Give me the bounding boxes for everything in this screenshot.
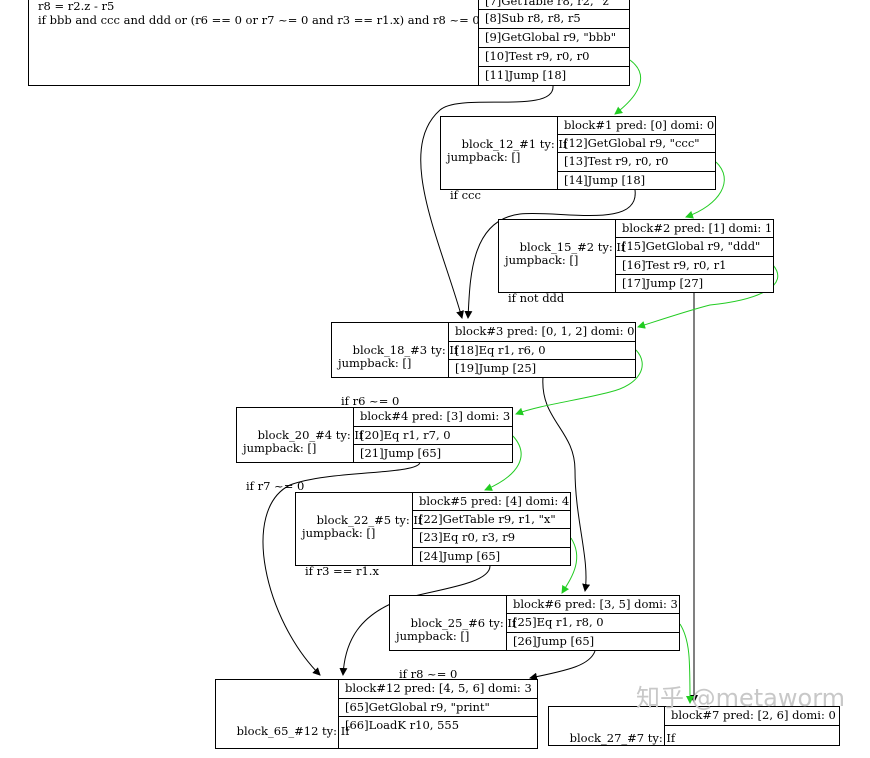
block-1-condition: if ccc <box>450 188 481 202</box>
block-6-row: [25]Eq r1, r8, 0 <box>507 614 679 633</box>
block-2-row: [17]Jump [27] <box>622 276 704 290</box>
block-0-row: [11]Jump [18] <box>485 68 567 82</box>
edge-0-to-1 <box>614 59 642 115</box>
edge-3-to-6 <box>542 376 591 592</box>
block-3-row: block#3 pred: [0, 1, 2] domi: 0 <box>449 323 635 342</box>
block-4-row: block#4 pred: [3] domi: 3 <box>354 408 512 427</box>
block-1-row: [13]Test r9, r0, r0 <box>558 153 715 172</box>
block-4-label: block_20_#4 ty: If jumpback: [] <box>243 428 364 455</box>
block-5-row: [23]Eq r0, r3, r9 <box>413 529 570 548</box>
block-12: block_65_#12 ty: If block#12 pred: [4, 5… <box>215 679 538 749</box>
block-0-row: [10]Test r9, r0, r0 <box>479 48 629 67</box>
block-7-label: block_27_#7 ty: If <box>569 731 676 745</box>
block-6-condition: if r8 ~= 0 <box>399 667 458 681</box>
block-4-condition: if r7 ~= 0 <box>246 479 305 493</box>
edge-6-to-12 <box>529 650 596 681</box>
block-4: block_20_#4 ty: If jumpback: [] if r7 ~=… <box>236 407 513 493</box>
block-0-line: r8 = r2.z - r5 <box>38 0 115 13</box>
block-3-label: block_18_#3 ty: If jumpback: [] <box>338 343 459 370</box>
block-2-row: [15]GetGlobal r9, "ddd" <box>616 238 773 257</box>
block-5-row: block#5 pred: [4] domi: 4 <box>413 493 570 511</box>
block-12-row: block#12 pred: [4, 5, 6] domi: 3 <box>339 680 537 699</box>
block-1-label: block_12_#1 ty: If jumpback: [] <box>447 137 568 164</box>
block-1: block_12_#1 ty: If jumpback: [] if ccc b… <box>440 116 716 202</box>
block-3: block_18_#3 ty: If jumpback: [] if r6 ~=… <box>331 322 636 408</box>
edge-0-to-3 <box>420 85 554 319</box>
edge-5-to-6 <box>561 537 578 594</box>
block-6-row: block#6 pred: [3, 5] domi: 3 <box>507 596 679 614</box>
block-6-label: block_25_#6 ty: If jumpback: [] <box>396 616 517 643</box>
block-12-row: [65]GetGlobal r9, "print" <box>339 699 537 717</box>
block-2: block_15_#2 ty: If jumpback: [] if not d… <box>498 219 774 305</box>
block-1-row: [14]Jump [18] <box>564 173 646 187</box>
edge-2-to-3 <box>637 264 779 329</box>
edge-4-to-5 <box>484 435 522 491</box>
block-2-row: block#2 pred: [1] domi: 1 <box>616 220 773 238</box>
block-3-condition: if r6 ~= 0 <box>341 394 400 408</box>
block-3-row: [19]Jump [25] <box>455 361 537 375</box>
block-7-row: block#7 pred: [2, 6] domi: 0 <box>665 707 839 726</box>
block-2-label: block_15_#2 ty: If jumpback: [] <box>505 240 626 267</box>
edge-6-to-7 <box>679 623 694 704</box>
edge-1-to-3 <box>464 189 636 319</box>
block-2-row: [16]Test r9, r0, r1 <box>616 257 773 275</box>
edge-1-to-2 <box>685 161 725 219</box>
block-6-row: [26]Jump [65] <box>513 634 595 648</box>
block-3-row: [18]Eq r1, r6, 0 <box>449 342 635 360</box>
block-1-row: block#1 pred: [0] domi: 0 <box>558 117 715 135</box>
block-5-condition: if r3 == r1.x <box>305 564 379 578</box>
block-12-row: [66]LoadK r10, 555 <box>345 718 460 732</box>
block-4-row: [21]Jump [65] <box>360 446 442 460</box>
block-0: [7]GetTable r8, r2, "z" [8]Sub r8, r8, r… <box>28 0 630 86</box>
block-5-row: [22]GetTable r9, r1, "x" <box>413 511 570 529</box>
block-2-condition: if not ddd <box>508 291 565 305</box>
block-5-label: block_22_#5 ty: If jumpback: [] <box>302 513 423 540</box>
edge-3-to-4 <box>515 349 643 416</box>
block-5-row: [24]Jump [65] <box>419 549 501 563</box>
block-0-row: [7]GetTable r8, r2, "z" <box>479 0 629 10</box>
block-6: block_25_#6 ty: If jumpback: [] if r8 ~=… <box>389 595 680 681</box>
block-0-line: if bbb and ccc and ddd or (r6 == 0 or r7… <box>38 13 480 27</box>
block-0-row: [8]Sub r8, r8, r5 <box>479 10 629 29</box>
block-12-label: block_65_#12 ty: If <box>236 724 350 738</box>
block-0-instructions: [7]GetTable r8, r2, "z" [8]Sub r8, r8, r… <box>478 0 629 85</box>
edge-4-to-12 <box>262 461 421 676</box>
block-1-row: [12]GetGlobal r9, "ccc" <box>558 135 715 153</box>
block-5: block_22_#5 ty: If jumpback: [] if r3 ==… <box>295 492 571 578</box>
block-4-row: [20]Eq r1, r7, 0 <box>354 427 512 445</box>
block-0-row: [9]GetGlobal r9, "bbb" <box>479 29 629 48</box>
watermark: 知乎 @metaworm <box>636 684 846 712</box>
